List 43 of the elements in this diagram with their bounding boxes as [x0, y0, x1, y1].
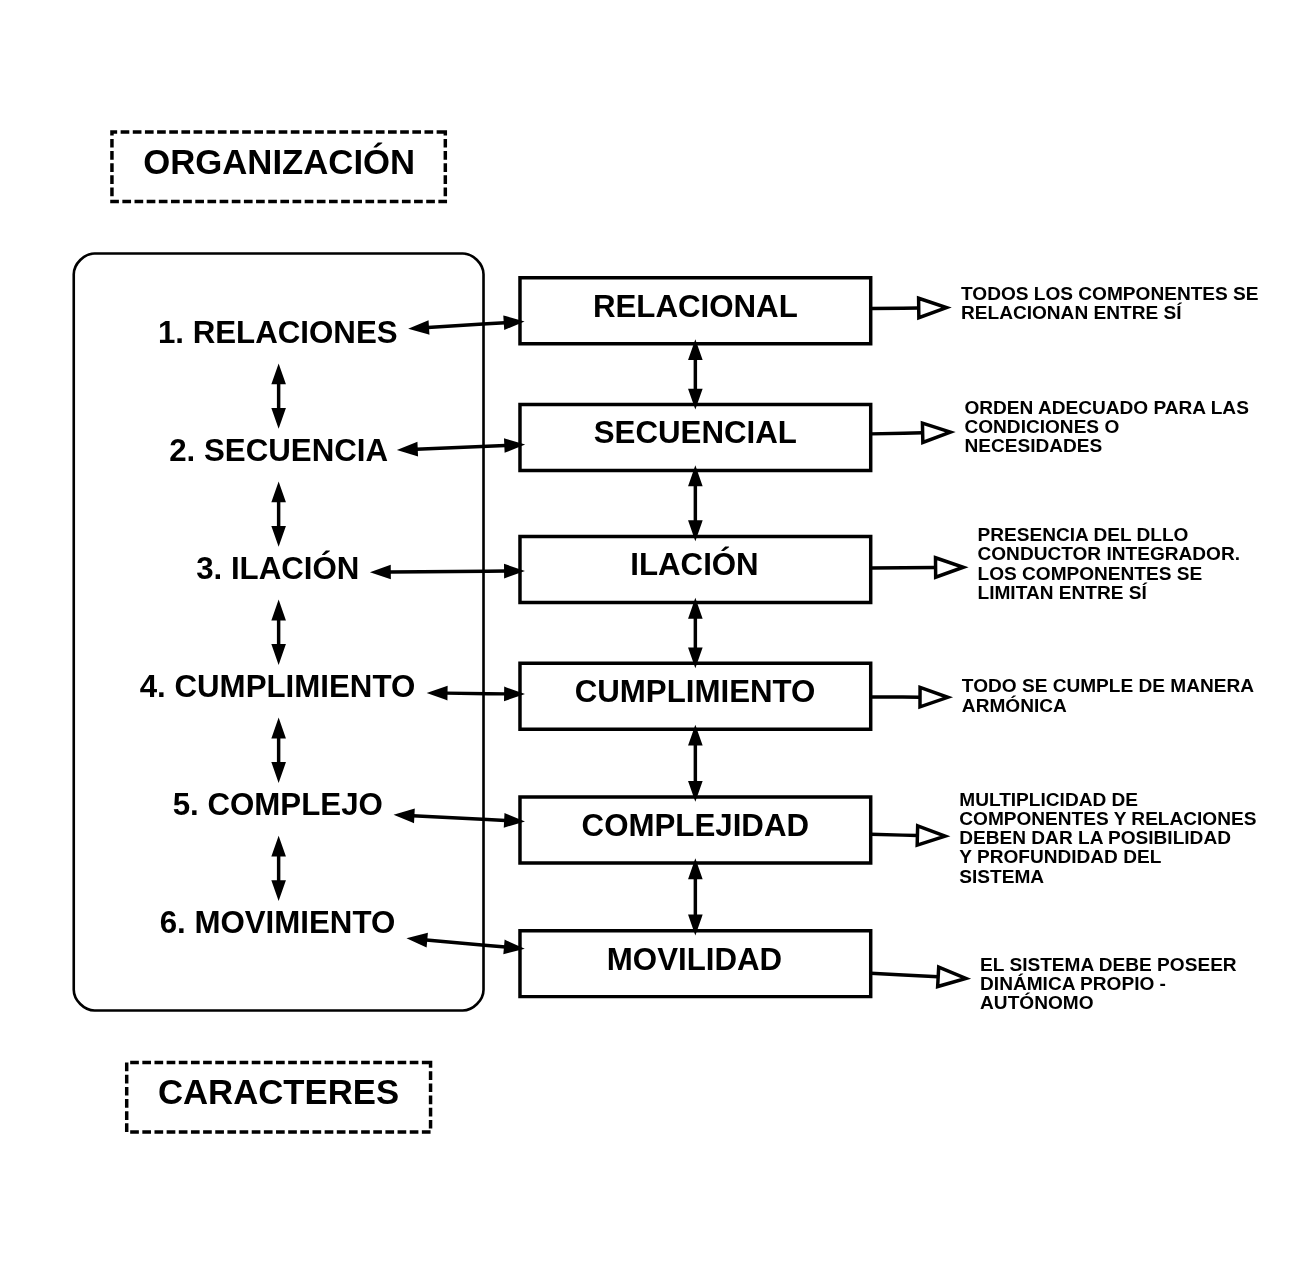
arrow [688, 338, 703, 410]
node-text: 3. ILACIÓN [196, 550, 360, 586]
arrow [870, 295, 952, 320]
arrow [408, 314, 525, 335]
node-box: SECUENCIAL [518, 402, 873, 472]
node-text: TODOS LOS COMPONENTES SE RELACIONAN ENTRE SÍ [961, 282, 1259, 323]
node-box: RELACIONAL [518, 275, 873, 345]
arrow [369, 563, 525, 579]
node-box: MOVILIDAD [518, 928, 873, 998]
arrow [271, 835, 286, 901]
node-text: 4. CUMPLIMIENTO [139, 668, 416, 704]
node-box: CARACTERES [124, 1060, 433, 1134]
arrow [271, 362, 286, 429]
node-text: 5. COMPLEJO [172, 786, 383, 822]
node-text: EL SISTEMA DEBE POSEER DINÁMICA PROPIO - AUTÓNOMO [980, 953, 1237, 1013]
node-text: TODO SE CUMPLE DE MANERA ARMÓNICA [961, 674, 1255, 716]
node-box: CUMPLIMIENTO [518, 661, 873, 731]
arrow [271, 717, 286, 783]
node-box: ILACIÓN [518, 534, 873, 604]
arrow [688, 464, 703, 541]
arrow [870, 964, 972, 989]
node-box: ORGANIZACIÓN [110, 129, 448, 203]
node-text: 2. SECUENCIA [169, 432, 389, 468]
node-box: COMPLEJIDAD [518, 794, 873, 865]
cluster [72, 251, 485, 1012]
arrow [406, 932, 525, 954]
arrow [271, 481, 286, 547]
arrow [271, 599, 286, 665]
arrow [688, 857, 703, 935]
node-text: 6. MOVIMIENTO [159, 904, 396, 940]
arrow [870, 420, 956, 445]
arrow [870, 684, 954, 709]
arrow [393, 808, 525, 828]
arrow [426, 685, 525, 701]
arrow [396, 437, 526, 456]
node-text: MULTIPLICIDAD DE COMPONENTES Y RELACIONES DEBEN DAR LA POSIBILIDAD Y PROFUNDIDAD DEL SISTEMA [959, 788, 1257, 887]
arrow [688, 724, 703, 802]
node-text: ORDEN ADECUADO PARA LAS CONDICIONES O NECESIDADES [964, 396, 1249, 456]
arrow [870, 822, 951, 848]
node-text: PRESENCIA DEL DLLO CONDUCTOR INTEGRADOR. LOS COMPONENTES SE LIMITAN ENTRE SÍ [977, 523, 1241, 603]
arrow [870, 554, 969, 580]
node-text: 1. RELACIONES [157, 314, 398, 350]
arrow [688, 597, 703, 668]
